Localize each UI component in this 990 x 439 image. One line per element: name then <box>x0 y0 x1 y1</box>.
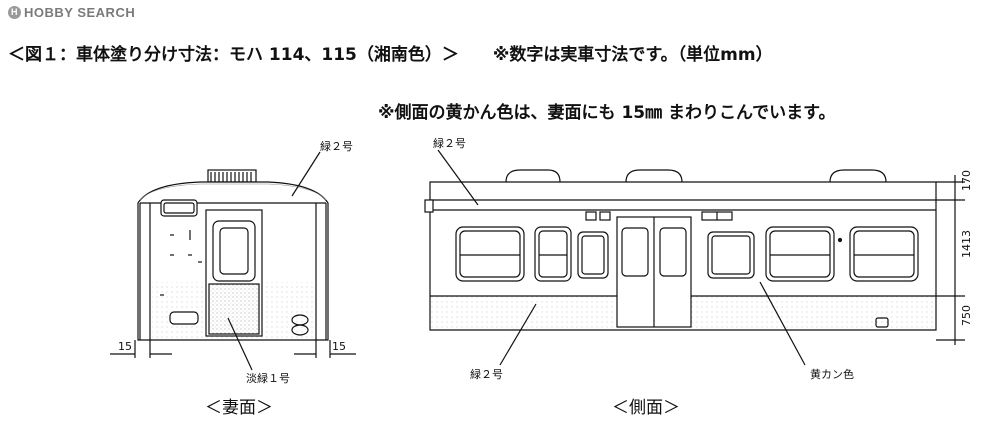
side-view-caption: ＜側面＞ <box>612 398 680 418</box>
hobby-search-logo: H HOBBY SEARCH <box>8 5 135 20</box>
title-main: ＜図１：車体塗り分け寸法：モハ 114、115（湘南色）＞ <box>8 45 459 65</box>
page-title: ＜図１：車体塗り分け寸法：モハ 114、115（湘南色）＞ ※数字は実車寸法です… <box>8 40 773 65</box>
end-wrap-right: 15 <box>332 340 346 353</box>
end-wrap-left: 15 <box>118 340 132 353</box>
side-dim-top: 170 <box>960 170 973 191</box>
side-middle-color-label: 黄カン色 <box>810 367 854 381</box>
side-roof-vents <box>505 169 887 183</box>
hobby-search-logo-icon: H <box>8 6 21 19</box>
end-view-caption: ＜妻面＞ <box>205 398 273 418</box>
wrap-note: ※側面の黄かん色は、妻面にも 15㎜ まわりこんでいます。 <box>378 103 836 123</box>
side-view <box>424 149 965 366</box>
side-dim-bottom: 750 <box>960 305 973 326</box>
end-lower-color-label: 淡緑１号 <box>246 371 290 385</box>
end-view <box>110 151 356 371</box>
roof-vent <box>207 169 257 183</box>
side-top-color-label: 緑２号 <box>433 136 466 150</box>
end-top-color-label: 緑２号 <box>320 139 353 153</box>
side-bottom-color-label: 緑２号 <box>470 367 503 381</box>
side-dim-middle: 1413 <box>960 230 973 258</box>
title-note: ※数字は実車寸法です。（単位mm） <box>492 45 773 65</box>
logo-text: HOBBY SEARCH <box>24 5 136 20</box>
